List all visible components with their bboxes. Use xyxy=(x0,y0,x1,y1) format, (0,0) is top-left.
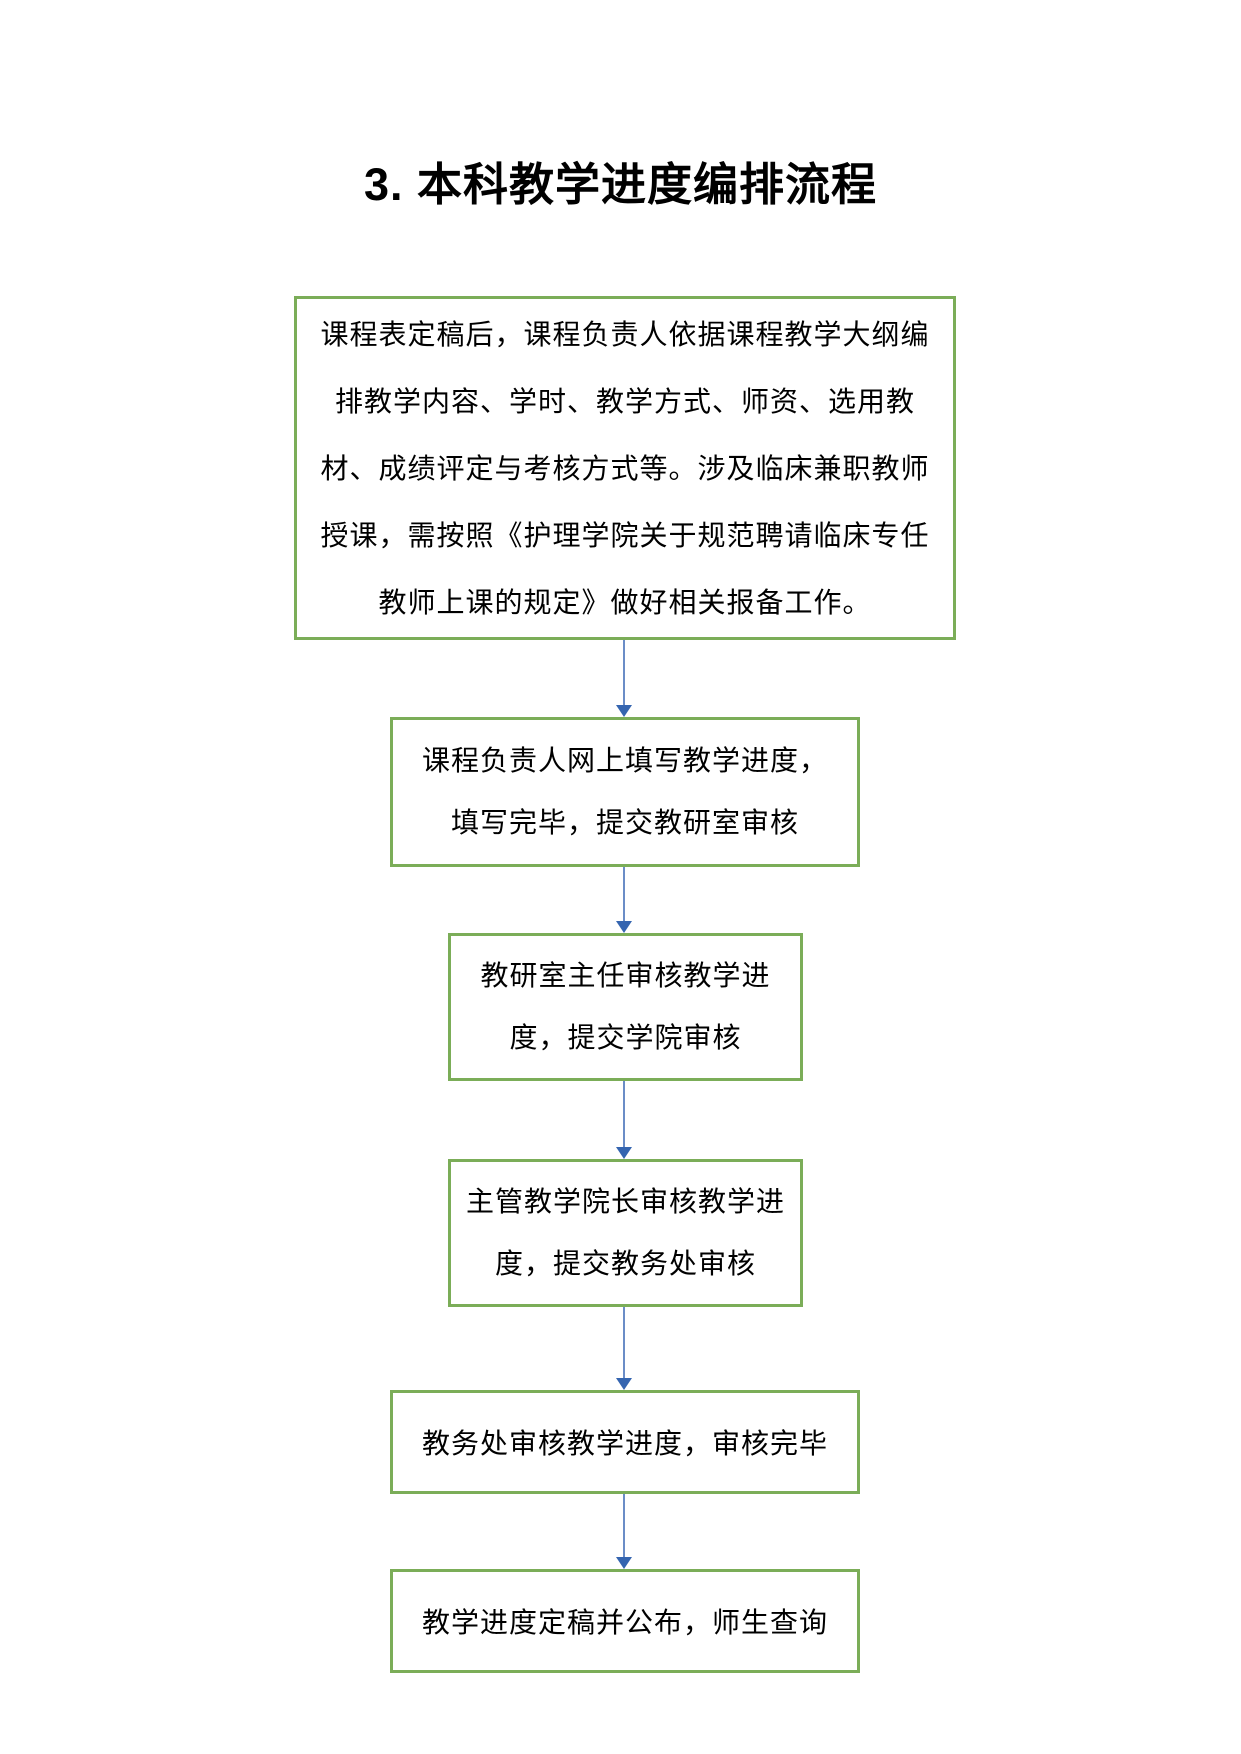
step-1-text-line: 材、成绩评定与考核方式等。涉及临床兼职教师 xyxy=(320,452,930,484)
flow-step-2-box: 课程负责人网上填写教学进度， 填写完毕，提交教研室审核 xyxy=(390,717,860,867)
step-3-text-line: 度，提交学院审核 xyxy=(509,1022,742,1053)
arrow-down-icon xyxy=(616,705,632,717)
step-1-text-line: 教师上课的规定》做好相关报备工作。 xyxy=(378,586,872,618)
flow-arrow-4 xyxy=(616,1307,632,1390)
step-2-text-line: 课程负责人网上填写教学进度， xyxy=(421,745,828,776)
step-2-text-line: 填写完毕，提交教研室审核 xyxy=(450,807,799,838)
flow-step-5-box: 教务处审核教学进度，审核完毕 xyxy=(390,1390,860,1494)
step-1-text-line: 课程表定稿后，课程负责人依据课程教学大纲编 xyxy=(320,318,930,350)
arrow-down-icon xyxy=(616,921,632,933)
step-4-text-line: 主管教学院长审核教学进 xyxy=(465,1186,785,1217)
arrow-stem xyxy=(623,1081,625,1148)
arrow-stem xyxy=(623,640,625,706)
step-6-text-line: 教学进度定稿并公布，师生查询 xyxy=(421,1607,828,1638)
arrow-down-icon xyxy=(616,1557,632,1569)
arrow-stem xyxy=(623,867,625,922)
flow-step-4-box: 主管教学院长审核教学进 度，提交教务处审核 xyxy=(448,1159,803,1307)
flow-step-3-box: 教研室主任审核教学进 度，提交学院审核 xyxy=(448,933,803,1081)
step-1-text-line: 排教学内容、学时、教学方式、师资、选用教 xyxy=(334,385,915,417)
flow-arrow-1 xyxy=(616,640,632,717)
arrow-down-icon xyxy=(616,1147,632,1159)
flow-step-6-box: 教学进度定稿并公布，师生查询 xyxy=(390,1569,860,1673)
flow-arrow-5 xyxy=(616,1494,632,1569)
arrow-stem xyxy=(623,1307,625,1379)
flow-step-1-box: 课程表定稿后，课程负责人依据课程教学大纲编 排教学内容、学时、教学方式、师资、选… xyxy=(294,296,956,640)
step-4-text-line: 度，提交教务处审核 xyxy=(494,1248,756,1279)
arrow-down-icon xyxy=(616,1378,632,1390)
step-5-text-line: 教务处审核教学进度，审核完毕 xyxy=(421,1428,828,1459)
page-title: 3. 本科教学进度编排流程 xyxy=(363,159,878,210)
flow-arrow-3 xyxy=(616,1081,632,1159)
arrow-stem xyxy=(623,1494,625,1558)
step-3-text-line: 教研室主任审核教学进 xyxy=(480,960,771,991)
step-1-text-line: 授课，需按照《护理学院关于规范聘请临床专任 xyxy=(320,519,930,551)
flow-arrow-2 xyxy=(616,867,632,933)
